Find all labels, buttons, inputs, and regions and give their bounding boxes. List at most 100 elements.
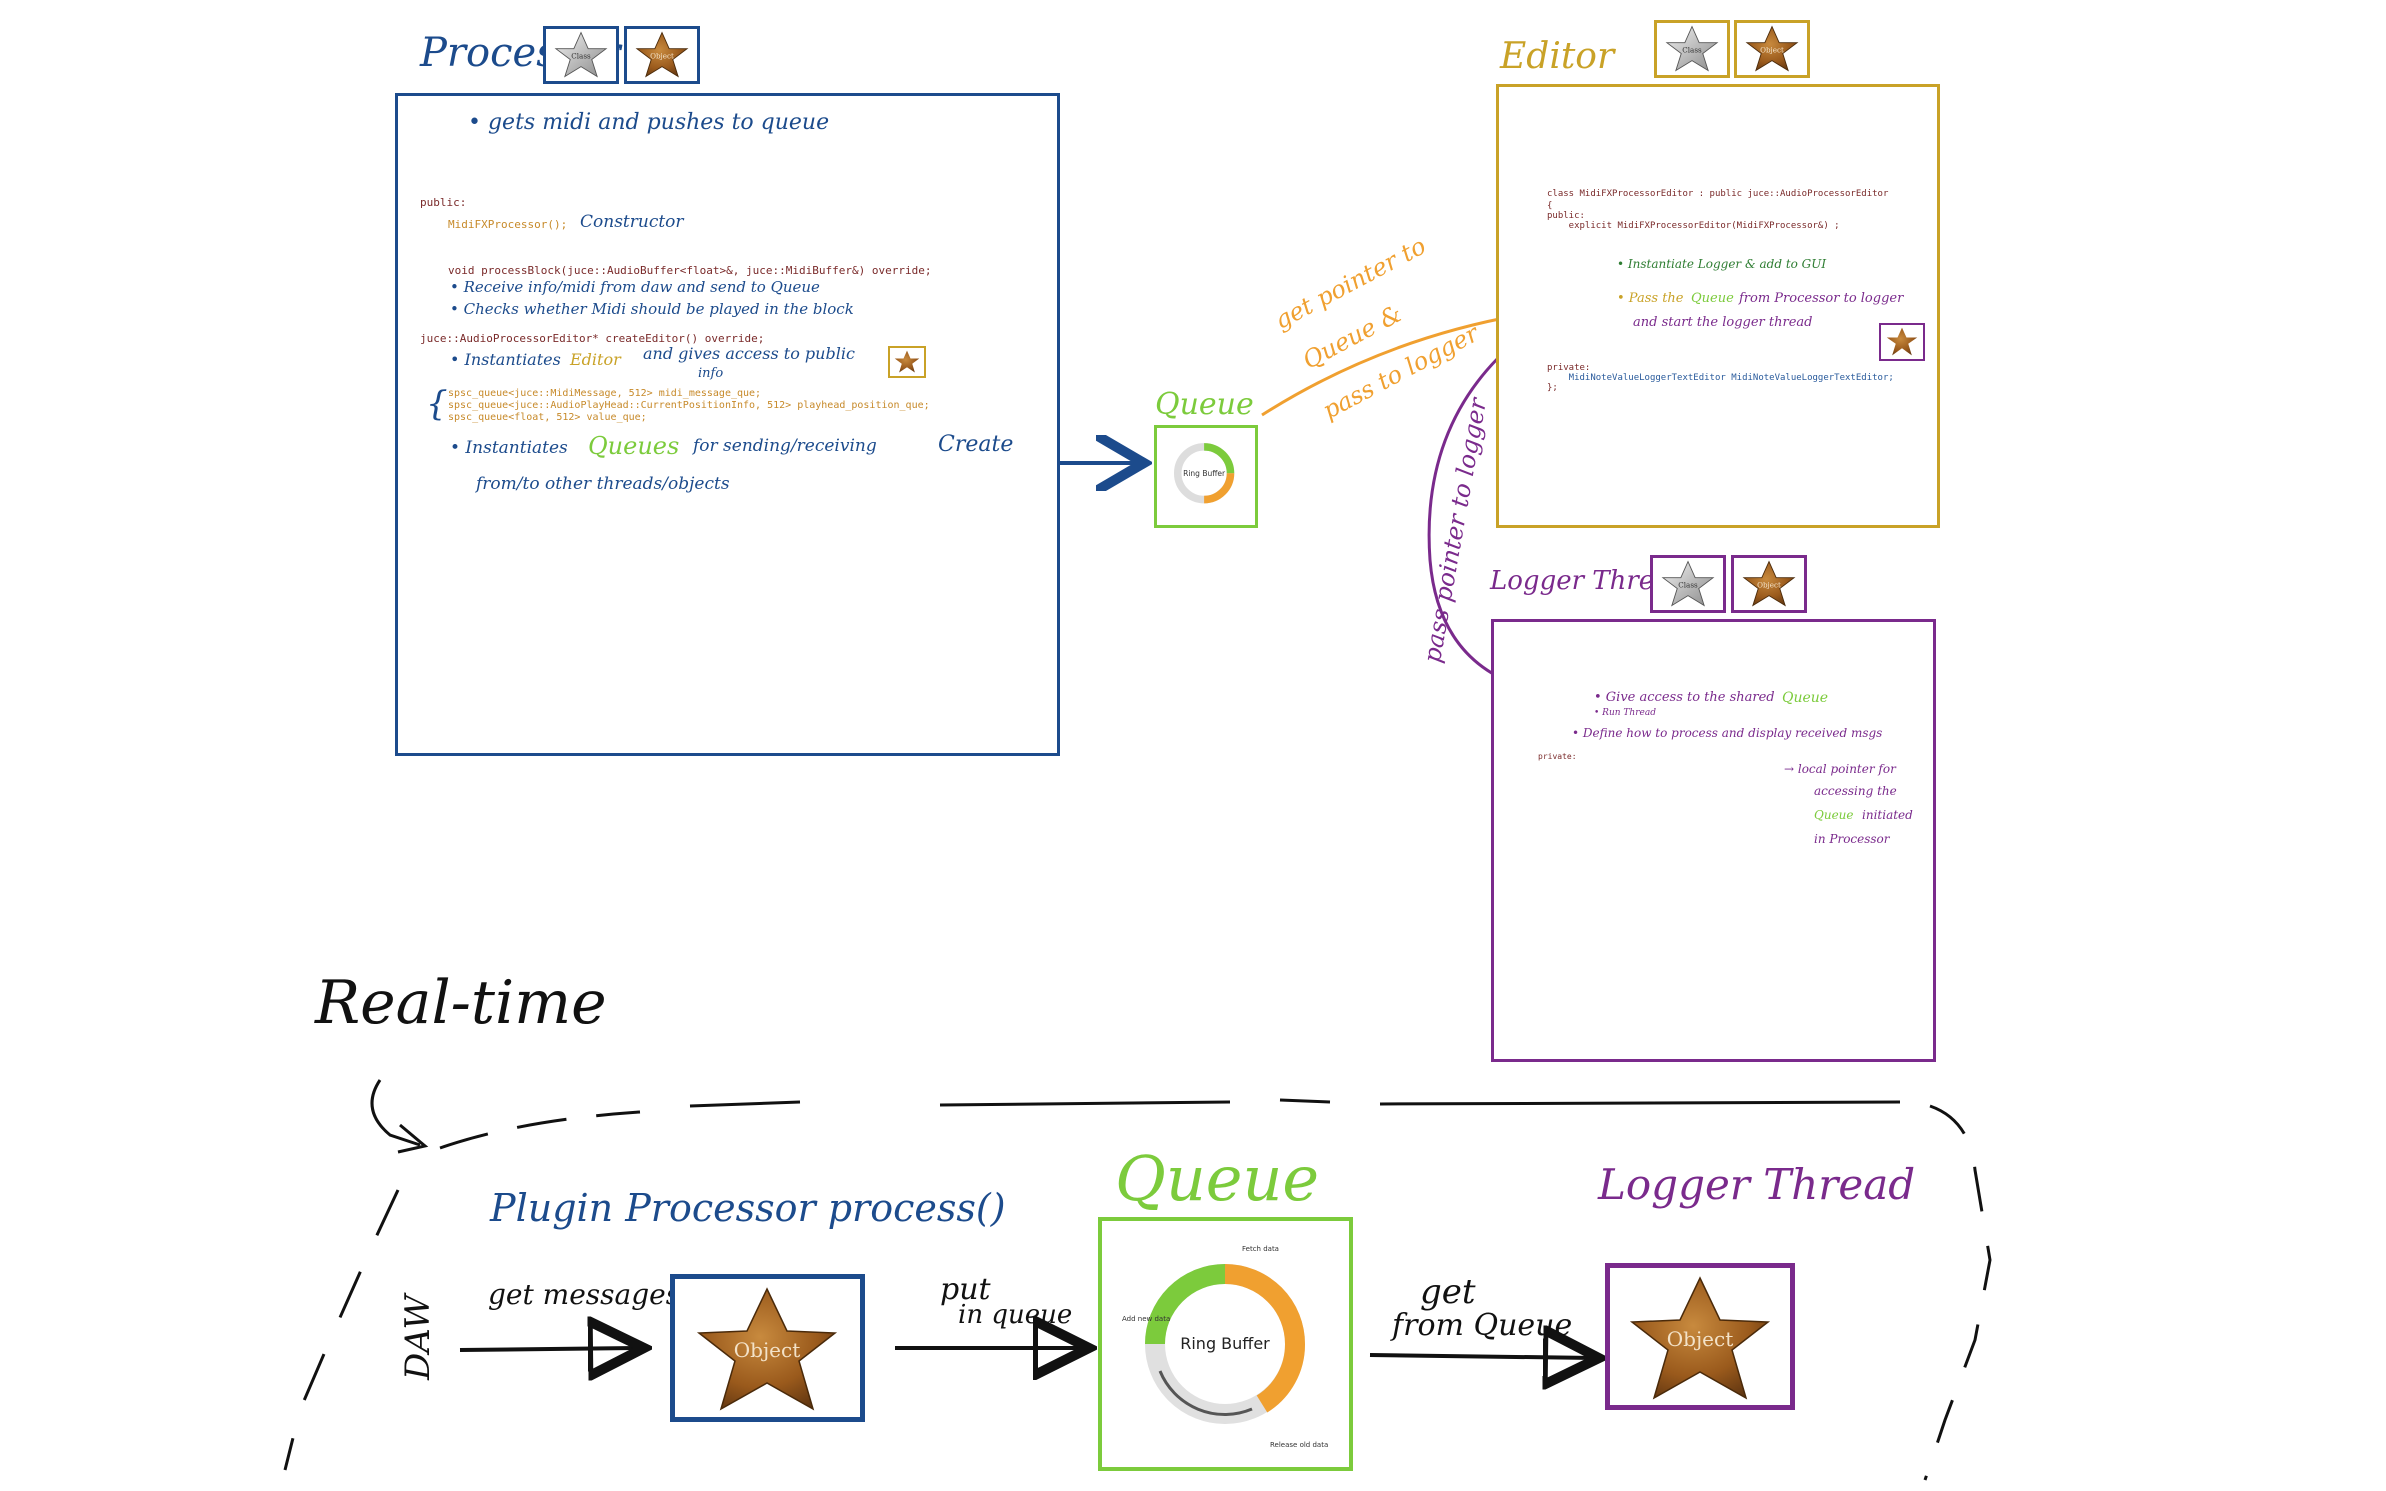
object-star-icon: Object <box>696 1287 838 1411</box>
pointer-to-editor-arrow <box>1261 313 1521 417</box>
object-star-icon: Object <box>635 31 689 78</box>
release-old-data-label: Release old data <box>1270 1441 1328 1449</box>
object-star-icon <box>1886 327 1918 356</box>
editor-note-1: • Instantiate Logger & add to GUI <box>1617 257 1827 271</box>
get-messages-label: get messages <box>488 1278 681 1311</box>
create-label: Create <box>938 432 1014 457</box>
realtime-outline-seg <box>689 1100 801 1108</box>
logger-local-1: → local pointer for <box>1784 762 1896 776</box>
class-star-icon: Class <box>1661 560 1715 607</box>
realtime-logger-label: Logger Thread <box>1598 1160 1916 1209</box>
logger-private: private: <box>1538 752 1577 761</box>
class-badge-label: Class <box>1678 581 1698 590</box>
get-messages-arrow <box>459 1348 640 1350</box>
logger-local-3b: initiated <box>1862 808 1913 822</box>
logger-note-1c: • Run Thread <box>1594 708 1656 718</box>
editor-note-2c: from Processor to logger <box>1739 291 1904 306</box>
realtime-pointer-arrow <box>370 1079 421 1147</box>
object-star-icon <box>894 350 920 373</box>
realtime-queue-box: Ring Buffer Fetch data Add new data Rele… <box>1098 1217 1353 1471</box>
editor-code-4: explicit MidiFXProcessorEditor(MidiFXPro… <box>1547 221 1840 231</box>
realtime-pointer-head <box>397 1123 429 1154</box>
processor-box: • gets midi and pushes to queue public: … <box>395 93 1060 756</box>
realtime-object-label: Object <box>734 1338 800 1362</box>
editor-logger-object-badge <box>1879 323 1925 361</box>
object-badge-label: Object <box>1760 46 1784 55</box>
processor-q-note-c: for sending/receiving <box>693 436 877 456</box>
processor-process-block: void processBlock(juce::AudioBuffer<floa… <box>448 264 932 277</box>
editor-note-2b: Queue <box>1691 291 1734 306</box>
ring-buffer-icon: Ring Buffer Fetch data Add new data Rele… <box>1122 1245 1328 1449</box>
logger-note-2: • Define how to process and display rece… <box>1572 726 1883 740</box>
processor-public: public: <box>420 196 467 209</box>
get-from-queue-arrow <box>1369 1355 1595 1358</box>
object-star-icon: Object <box>1745 25 1799 72</box>
realtime-outline-top <box>939 1098 1901 1107</box>
editor-class-badge: Class <box>1654 20 1730 78</box>
editor-note-2a: • Pass the <box>1617 291 1684 306</box>
add-new-data-label: Add new data <box>1122 1315 1170 1323</box>
processor-queue-1: spsc_queue<juce::MidiMessage, 512> midi_… <box>448 388 762 399</box>
processor-q-note-a: • Instantiates <box>450 438 568 458</box>
editor-box: class MidiFXProcessorEditor : public juc… <box>1496 84 1940 528</box>
processor-ce-note-c: and gives access to public <box>643 344 855 363</box>
get-label-1: get <box>1420 1272 1476 1312</box>
realtime-outline-right <box>1923 1104 1992 1481</box>
object-badge-label: Object <box>650 52 674 61</box>
editor-code-2: { <box>1547 201 1553 211</box>
processor-ce-object-badge <box>888 346 926 378</box>
object-star-icon: Object <box>1742 560 1796 607</box>
processor-ce-note-b: Editor <box>570 350 621 369</box>
editor-private-member: MidiNoteValueLoggerTextEditor MidiNoteVa… <box>1547 373 1894 383</box>
editor-code-3: public: <box>1547 211 1585 221</box>
class-badge-label: Class <box>1682 46 1702 55</box>
logger-box: • Give access to the shared Queue • Run … <box>1491 619 1936 1062</box>
editor-title: Editor <box>1500 36 1615 77</box>
editor-close: }; <box>1547 383 1558 393</box>
put-label-1: put <box>940 1272 991 1307</box>
realtime-outline-top-left <box>439 1110 641 1150</box>
realtime-ring-label: Ring Buffer <box>1180 1334 1270 1353</box>
processor-note-top: • gets midi and pushes to queue <box>468 110 830 135</box>
realtime-daw-label: DAW <box>398 1294 438 1380</box>
realtime-logger-object-label: Object <box>1667 1327 1733 1351</box>
queue-small-title: Queue <box>1155 387 1254 422</box>
logger-local-4: in Processor <box>1814 832 1890 846</box>
logger-object-badge: Object <box>1731 555 1807 613</box>
class-star-icon: Class <box>1665 25 1719 72</box>
get-label-2: from Queue <box>1392 1308 1573 1343</box>
queue-small-box: Ring Buffer <box>1154 425 1258 528</box>
logger-class-badge: Class <box>1650 555 1726 613</box>
class-star-icon: Class <box>554 31 608 78</box>
logger-local-2: accessing the <box>1814 784 1897 798</box>
processor-brace-icon: { <box>426 384 448 424</box>
logger-note-1a: • Give access to the shared <box>1594 690 1775 705</box>
processor-ce-note-a: • Instantiates <box>450 350 561 369</box>
logger-local-3a: Queue <box>1814 808 1854 822</box>
fetch-data-label: Fetch data <box>1242 1245 1279 1253</box>
realtime-outline-left <box>283 1189 400 1471</box>
processor-ctor-note: Constructor <box>580 212 684 232</box>
processor-object-badge: Object <box>624 26 700 84</box>
processor-queue-3: spsc_queue<float, 512> value_que; <box>448 412 647 423</box>
processor-q-note-d: from/to other threads/objects <box>476 474 730 494</box>
processor-create-editor: juce::AudioProcessorEditor* createEditor… <box>420 332 765 345</box>
processor-ce-note-d: info <box>698 366 724 381</box>
put-label-2: in queue <box>958 1300 1073 1330</box>
object-badge-label: Object <box>1757 581 1781 590</box>
object-star-icon: Object <box>1629 1276 1771 1400</box>
ring-buffer-icon: Ring Buffer <box>1173 443 1235 504</box>
processor-pb-note-2: • Checks whether Midi should be played i… <box>450 300 854 318</box>
realtime-title: Real-time <box>315 968 607 1038</box>
realtime-processor-object: Object <box>670 1274 865 1422</box>
realtime-plugin-label: Plugin Processor process() <box>490 1186 1006 1230</box>
processor-ctor: MidiFXProcessor(); <box>448 218 568 231</box>
ring-buffer-small-label: Ring Buffer <box>1183 469 1226 478</box>
editor-private: private: <box>1547 363 1591 373</box>
editor-note-2d: and start the logger thread <box>1633 315 1813 330</box>
realtime-logger-object: Object <box>1605 1263 1795 1410</box>
processor-class-badge: Class <box>543 26 619 84</box>
logger-note-1b: Queue <box>1782 690 1829 706</box>
processor-queue-2: spsc_queue<juce::AudioPlayHead::CurrentP… <box>448 400 930 411</box>
